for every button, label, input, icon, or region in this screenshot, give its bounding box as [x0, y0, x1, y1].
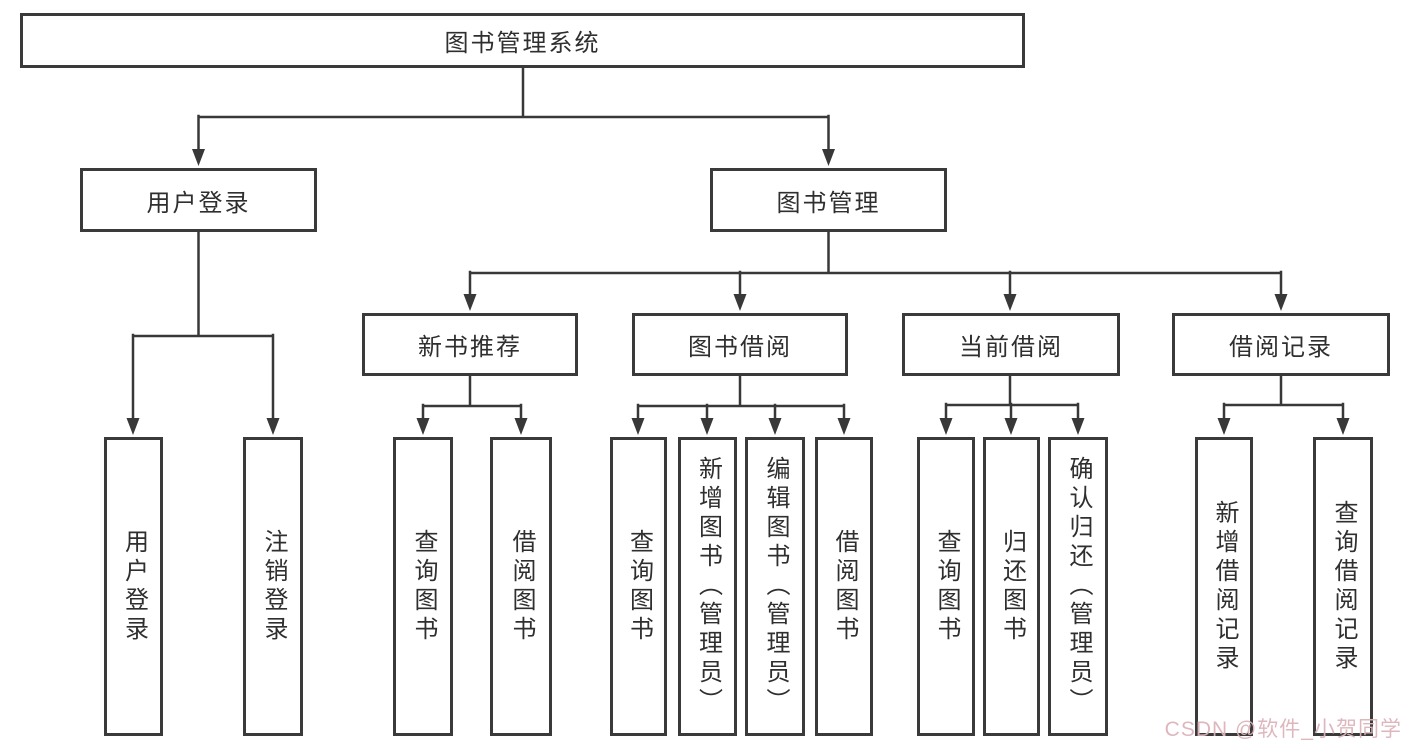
- leaf-confirm-return-admin: 确认归还（管理员）: [1048, 437, 1108, 736]
- leaf-add-books-admin: 新增图书（管理员）: [678, 437, 737, 736]
- leaf-edit-books-admin: 编辑图书（管理员）: [745, 437, 805, 736]
- node-library-management-system: 图书管理系统: [20, 13, 1025, 68]
- leaf-query-books-recommend: 查询图书: [393, 437, 453, 736]
- leaf-borrow-books: 借阅图书: [815, 437, 873, 736]
- leaf-borrow-books-recommend: 借阅图书: [490, 437, 552, 736]
- csdn-watermark: CSDN @软件_小贺同学: [1164, 718, 1402, 741]
- leaf-user-login: 用户登录: [104, 437, 163, 736]
- leaf-return-books: 归还图书: [983, 437, 1040, 736]
- leaf-add-borrow-record: 新增借阅记录: [1195, 437, 1253, 736]
- leaf-query-borrow-record: 查询借阅记录: [1313, 437, 1373, 736]
- node-book-borrow: 图书借阅: [632, 313, 848, 376]
- node-new-book-recommend: 新书推荐: [362, 313, 578, 376]
- leaf-logout: 注销登录: [243, 437, 303, 736]
- node-borrow-records: 借阅记录: [1172, 313, 1390, 376]
- node-book-management: 图书管理: [710, 168, 947, 232]
- node-current-borrow: 当前借阅: [902, 313, 1120, 376]
- node-user-login: 用户登录: [80, 168, 317, 232]
- leaf-query-books-borrow: 查询图书: [610, 437, 667, 736]
- connector-path: [131, 66, 1345, 423]
- leaf-query-books-current: 查询图书: [917, 437, 975, 736]
